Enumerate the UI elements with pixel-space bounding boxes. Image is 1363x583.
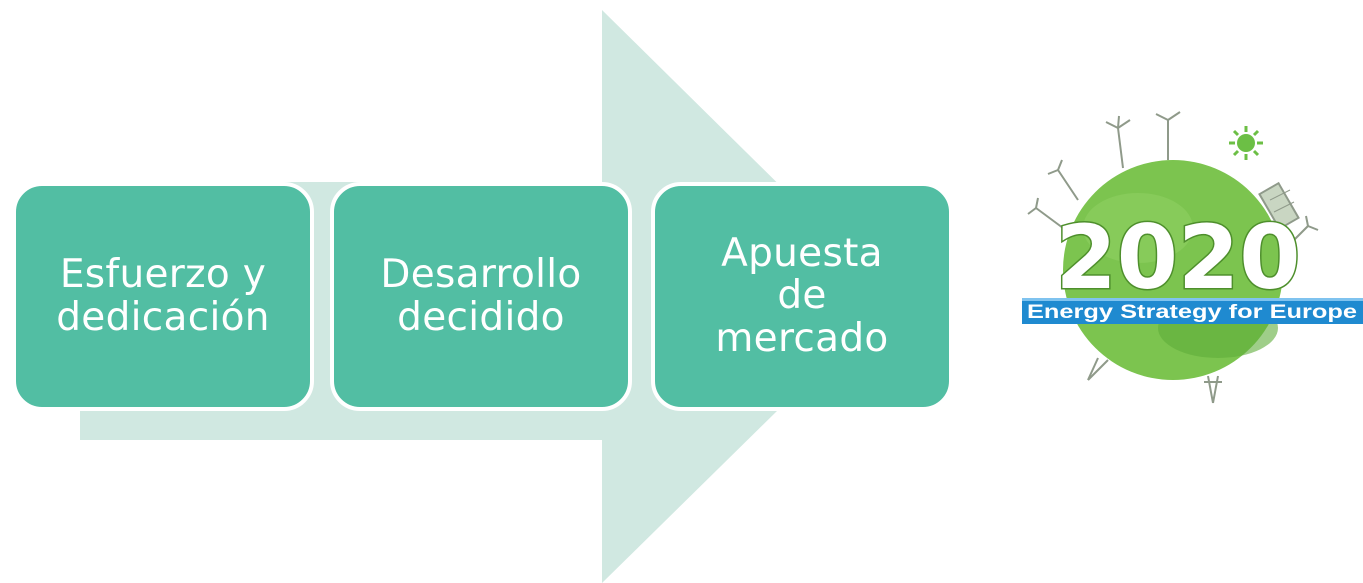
logo-banner-text: Energy Strategy for Europe [1027, 302, 1357, 323]
logo-year: 2020 [1056, 206, 1301, 309]
step-box-desarrollo: Desarrollo decidido [330, 182, 632, 411]
energy-strategy-logo: 2020 Energy Strategy for Europe [1022, 111, 1363, 404]
step-box-esfuerzo: Esfuerzo y dedicación [12, 182, 314, 411]
logo-banner [1022, 298, 1363, 324]
wind-turbine-icon [1027, 111, 1319, 249]
sun-icon [1229, 126, 1263, 160]
step-label: Esfuerzo y dedicación [56, 252, 270, 340]
step-label: Desarrollo decidido [380, 252, 582, 340]
step-label: Apuesta de mercado [715, 231, 889, 361]
solar-panel-icon [1258, 181, 1300, 231]
power-pylon-icon [1087, 357, 1222, 404]
step-box-apuesta: Apuesta de mercado [651, 182, 953, 411]
